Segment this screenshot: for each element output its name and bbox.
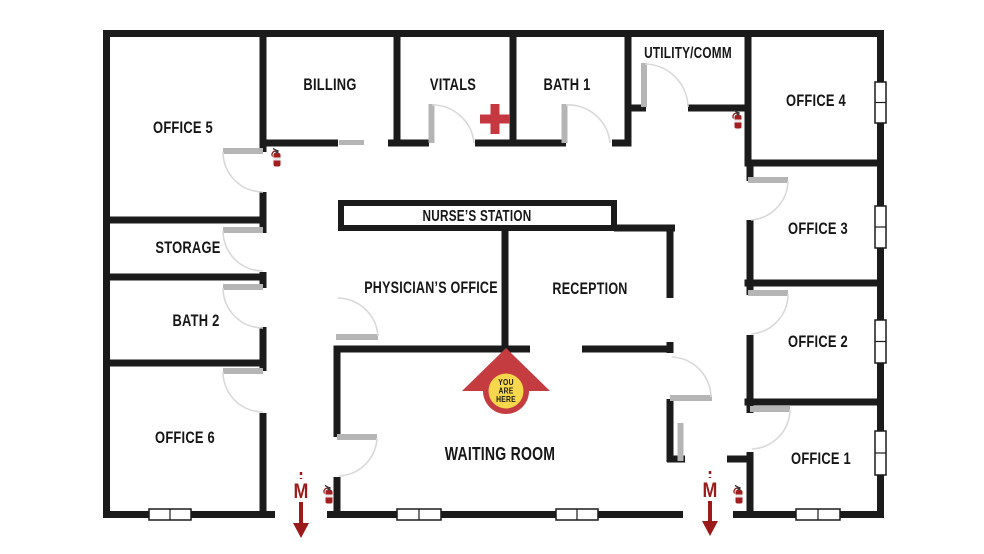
window-office6 <box>148 508 192 521</box>
door-utility-comm <box>641 63 689 108</box>
exit-letter: M <box>702 479 717 503</box>
exit-arrow-head <box>293 523 309 538</box>
door-waiting-west <box>337 434 378 477</box>
window-office4 <box>874 81 887 124</box>
exit-letter: M <box>293 480 308 504</box>
you-are-here-marker: YOU ARE HERE <box>462 348 550 414</box>
label-waiting-room: WAITING ROOM <box>445 444 555 464</box>
label-storage: STORAGE <box>155 238 220 257</box>
label-physicians-office: PHYSICIAN’S OFFICE <box>364 279 498 297</box>
room-labels: OFFICE 5 BILLING VITALS BATH 1 UTILITY/C… <box>153 44 851 468</box>
door-office2 <box>748 290 789 335</box>
door-bath2 <box>222 284 264 329</box>
label-bath1: BATH 1 <box>543 75 590 94</box>
you-are-here-line1: YOU <box>498 377 514 387</box>
door-physicians-office <box>336 297 379 340</box>
door-office3 <box>748 177 789 221</box>
label-office3: OFFICE 3 <box>788 219 848 238</box>
you-are-here-line3: HERE <box>496 394 516 404</box>
door-storage <box>222 227 264 272</box>
door-vitals <box>428 104 475 144</box>
label-office4: OFFICE 4 <box>786 91 846 110</box>
label-reception: RECEPTION <box>552 280 627 298</box>
label-office5: OFFICE 5 <box>153 118 213 137</box>
window-office2 <box>874 319 887 364</box>
doors <box>222 63 791 477</box>
interior-walls <box>103 30 884 518</box>
medical-cross-icon <box>480 104 510 134</box>
label-office1: OFFICE 1 <box>791 449 851 468</box>
label-office6: OFFICE 6 <box>155 428 215 447</box>
exit-arrow-head <box>702 521 718 536</box>
window-waiting-1 <box>396 508 442 521</box>
exit-marker-left: M <box>293 472 309 538</box>
label-utility-comm: UTILITY/COMM <box>644 44 732 61</box>
nurses-station-box <box>338 200 617 231</box>
label-bath2: BATH 2 <box>172 311 219 330</box>
door-bath1 <box>561 104 611 144</box>
you-are-here-line2: ARE <box>498 386 513 396</box>
door-office1 <box>750 406 791 450</box>
label-nurses-station: NURSE’S STATION <box>423 207 532 224</box>
you-are-here-circle <box>488 373 524 409</box>
window-waiting-2 <box>555 508 599 521</box>
window-office3 <box>874 205 887 249</box>
exit-marker-right: M <box>702 471 718 536</box>
window-office1-east <box>874 430 887 476</box>
label-office2: OFFICE 2 <box>788 332 848 351</box>
label-billing: BILLING <box>303 75 356 94</box>
door-office6 <box>222 368 264 413</box>
door-office5 <box>222 148 264 193</box>
label-vitals: VITALS <box>430 75 476 94</box>
windows <box>148 81 887 521</box>
window-office1-south <box>795 508 841 521</box>
door-waiting-east <box>670 356 712 401</box>
